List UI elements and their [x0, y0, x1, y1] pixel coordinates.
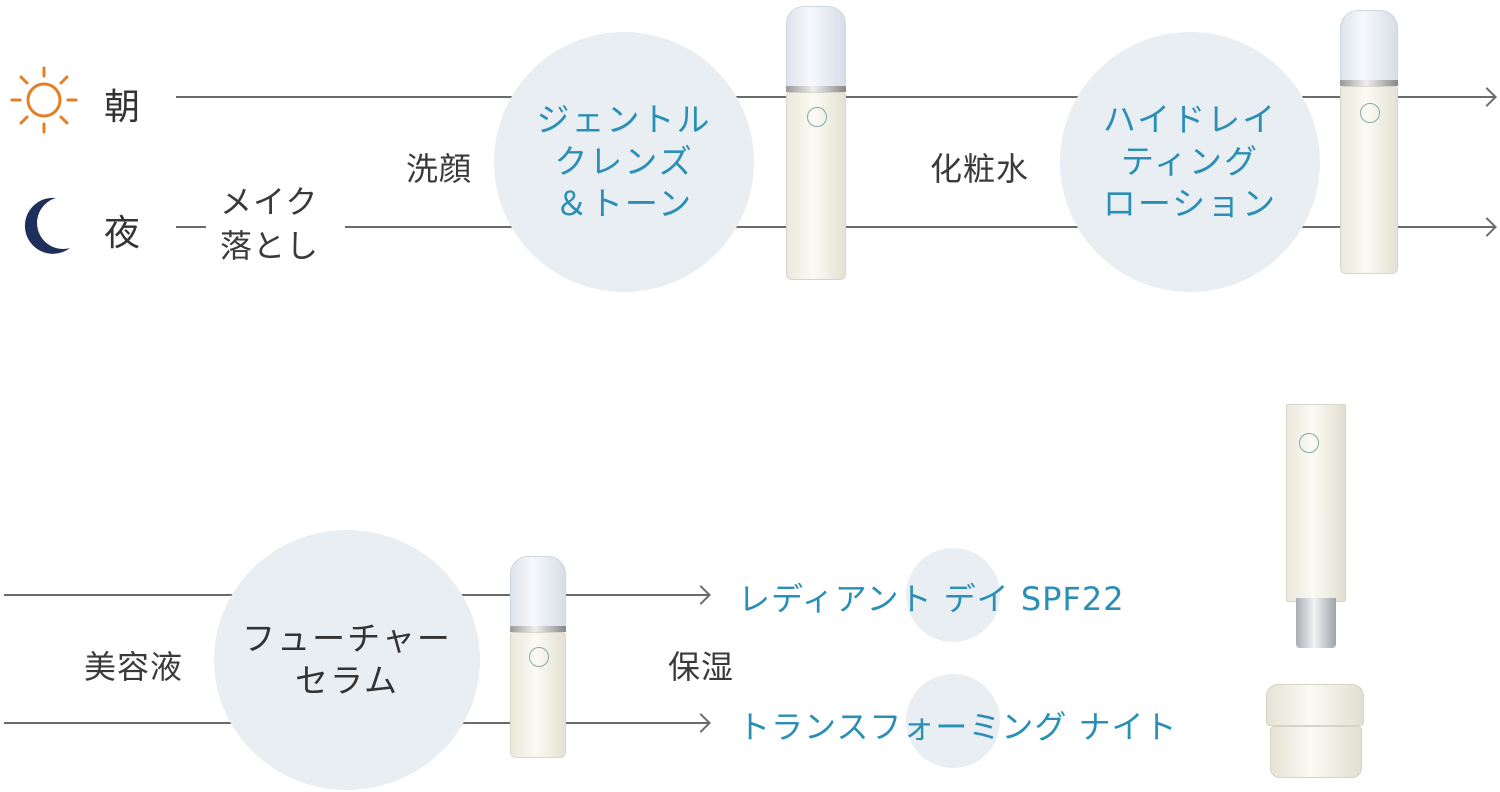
- morning-arrowhead-2: [691, 585, 711, 605]
- cleanser-name-1: ジェントル: [536, 100, 712, 139]
- cleanser-circle[interactable]: ジェントル クレンズ ＆トーン: [494, 32, 754, 292]
- night-arrowhead: [1477, 217, 1497, 237]
- night-line-start: [176, 226, 206, 228]
- night-line: [345, 226, 1494, 228]
- serum-name-1: フューチャー: [242, 619, 452, 658]
- serum-name-2: セラム: [294, 661, 399, 700]
- step-makeup-removal: メイク 落とし: [220, 180, 320, 268]
- serum-circle[interactable]: フューチャー セラム: [214, 530, 480, 790]
- day-cream-name[interactable]: レディアント デイ SPF22: [738, 580, 1125, 618]
- night-cream-name[interactable]: トランスフォーミング ナイト: [738, 708, 1178, 746]
- step-moisturize: 保湿: [668, 648, 735, 686]
- step-cleansing: 洗顔: [406, 150, 473, 188]
- lotion-name-3: ローション: [1102, 184, 1278, 223]
- step-serum: 美容液: [84, 648, 184, 686]
- cleanser-name-2: クレンズ: [554, 142, 694, 181]
- day-accent-circle: [906, 548, 1000, 642]
- lotion-name-2: ティング: [1120, 142, 1260, 181]
- night-accent-circle: [906, 674, 1000, 768]
- cleanser-bottle-image: [786, 6, 846, 280]
- sun-icon: [10, 66, 78, 134]
- step-toner: 化粧水: [930, 150, 1030, 188]
- night-label: 夜: [104, 213, 141, 254]
- lotion-name-1: ハイドレイ: [1102, 100, 1278, 139]
- night-arrowhead-2: [691, 713, 711, 733]
- lotion-circle[interactable]: ハイドレイ ティング ローション: [1060, 32, 1320, 292]
- cleanser-name-3: ＆トーン: [554, 184, 694, 223]
- morning-arrowhead: [1477, 87, 1497, 107]
- serum-bottle-image: [510, 556, 566, 758]
- lotion-bottle-image: [1340, 10, 1398, 274]
- morning-label: 朝: [104, 87, 141, 128]
- moon-icon: [24, 197, 70, 254]
